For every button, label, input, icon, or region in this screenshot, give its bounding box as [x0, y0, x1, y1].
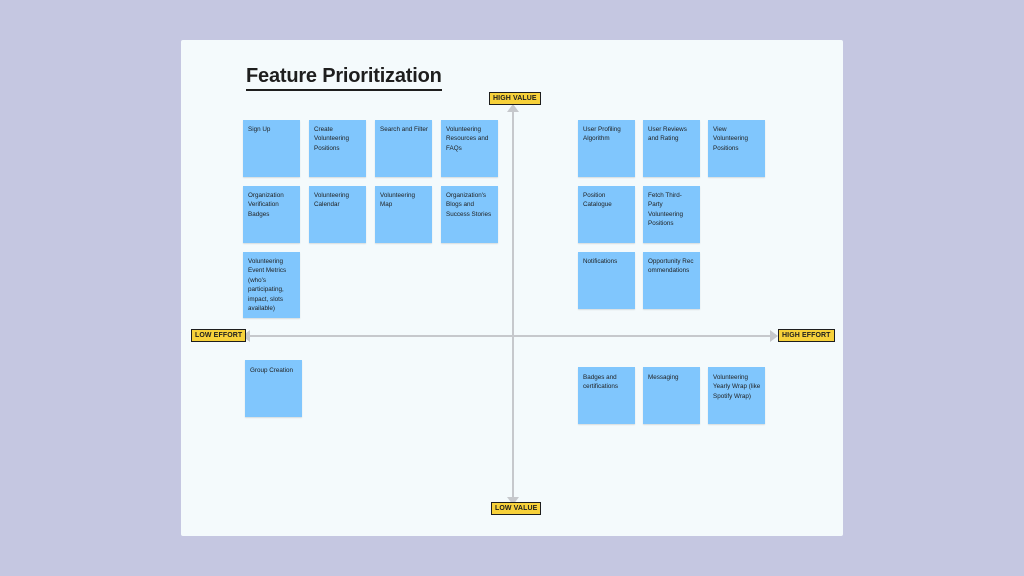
sticky-note-create-volunteering-positions[interactable]: Create Volunteering Positions [309, 120, 366, 177]
sticky-note-volunteering-resources[interactable]: Volunteering Resources and FAQs [441, 120, 498, 177]
high-value-label: HIGH VALUE [489, 92, 541, 105]
sticky-note-group-creation[interactable]: Group Creation [245, 360, 302, 417]
effort-axis-line [246, 335, 776, 337]
sticky-note-notifications[interactable]: Notifications [578, 252, 635, 309]
arrow-right-icon [770, 330, 778, 342]
sticky-note-view-volunteering-positions[interactable]: View Volunteering Positions [708, 120, 765, 177]
sticky-note-messaging[interactable]: Messaging [643, 367, 700, 424]
sticky-note-user-profiling-algorithm[interactable]: User Profiling Algorithm [578, 120, 635, 177]
sticky-note-opportunity-recommendations[interactable]: Opportunity Recommendations [643, 252, 700, 309]
sticky-note-volunteering-calendar[interactable]: Volunteering Calendar [309, 186, 366, 243]
sticky-note-volunteering-event-metrics[interactable]: Volunteering Event Metrics (who's partic… [243, 252, 300, 318]
low-value-label: LOW VALUE [491, 502, 542, 515]
sticky-note-position-catalogue[interactable]: Position Catalogue [578, 186, 635, 243]
sticky-note-sign-up[interactable]: Sign Up [243, 120, 300, 177]
high-effort-label: HIGH EFFORT [778, 329, 835, 342]
sticky-note-badges-and-certifications[interactable]: Badges and certifications [578, 367, 635, 424]
arrow-down-icon [507, 497, 519, 505]
sticky-note-organization-verification-badges[interactable]: Organization Verification Badges [243, 186, 300, 243]
low-effort-label: LOW EFFORT [191, 329, 247, 342]
sticky-note-organization-blogs[interactable]: Organization's Blogs and Success Stories [441, 186, 498, 243]
sticky-note-volunteering-yearly-wrap[interactable]: Volunteering Yearly Wrap (like Spotify W… [708, 367, 765, 424]
sticky-note-user-reviews-and-rating[interactable]: User Reviews and Rating [643, 120, 700, 177]
value-axis-line [512, 108, 514, 502]
arrow-up-icon [507, 104, 519, 112]
sticky-note-volunteering-map[interactable]: Volunteering Map [375, 186, 432, 243]
sticky-note-search-and-filter[interactable]: Search and Filter [375, 120, 432, 177]
page-title: Feature Prioritization [246, 64, 442, 91]
sticky-note-fetch-third-party[interactable]: Fetch Third-Party Volunteering Positions [643, 186, 700, 243]
